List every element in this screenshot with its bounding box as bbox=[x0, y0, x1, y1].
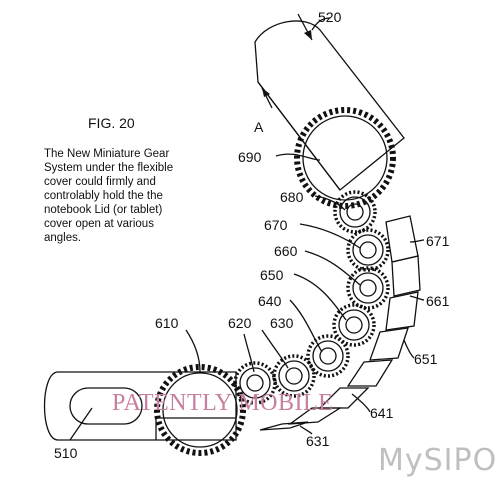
label-680: 680 bbox=[280, 189, 304, 205]
label-670: 670 bbox=[264, 217, 288, 233]
description-line: System under the flexible bbox=[44, 162, 173, 174]
gear-670 bbox=[346, 228, 390, 272]
gear-630 bbox=[272, 354, 316, 398]
hinge-cover-links bbox=[259, 215, 421, 431]
corner-brand-logo: MySIPO bbox=[378, 443, 497, 478]
large-gear-610 bbox=[154, 364, 246, 456]
description-line: cover could firmly and bbox=[44, 176, 156, 188]
label-651: 651 bbox=[414, 351, 438, 367]
label-640: 640 bbox=[258, 293, 282, 309]
label-660: 660 bbox=[274, 243, 298, 259]
description-line: controlably hold the the bbox=[44, 190, 163, 202]
label-610: 610 bbox=[155, 315, 179, 331]
gear-680 bbox=[333, 190, 377, 234]
small-gears bbox=[233, 190, 390, 405]
description-line: cover open at various bbox=[44, 218, 154, 230]
label-a: A bbox=[254, 119, 264, 135]
description-line: angles. bbox=[44, 232, 81, 244]
watermark-text: PATENTLY MOBILE bbox=[112, 390, 333, 416]
label-650: 650 bbox=[260, 267, 284, 283]
label-620: 620 bbox=[228, 315, 252, 331]
label-510: 510 bbox=[54, 445, 78, 461]
gear-660 bbox=[346, 266, 390, 310]
label-661: 661 bbox=[426, 293, 450, 309]
label-671: 671 bbox=[426, 233, 450, 249]
figure-description: The New Miniature Gear System under the … bbox=[44, 148, 173, 244]
label-630: 630 bbox=[270, 315, 294, 331]
upper-housing-520 bbox=[254, 20, 405, 191]
description-line: notebook Lid (or tablet) bbox=[44, 204, 162, 216]
label-641: 641 bbox=[370, 405, 394, 421]
gear-640 bbox=[306, 334, 350, 378]
label-690: 690 bbox=[238, 149, 262, 165]
description-line: The New Miniature Gear bbox=[44, 148, 169, 160]
leader-lines bbox=[69, 17, 425, 441]
label-520: 520 bbox=[318, 9, 342, 25]
figure-title: FIG. 20 bbox=[88, 115, 135, 131]
lower-housing-510 bbox=[43, 371, 237, 441]
section-arrow-a bbox=[261, 13, 313, 109]
gear-620 bbox=[233, 361, 277, 405]
gear-650 bbox=[332, 303, 376, 347]
label-631: 631 bbox=[306, 433, 330, 449]
